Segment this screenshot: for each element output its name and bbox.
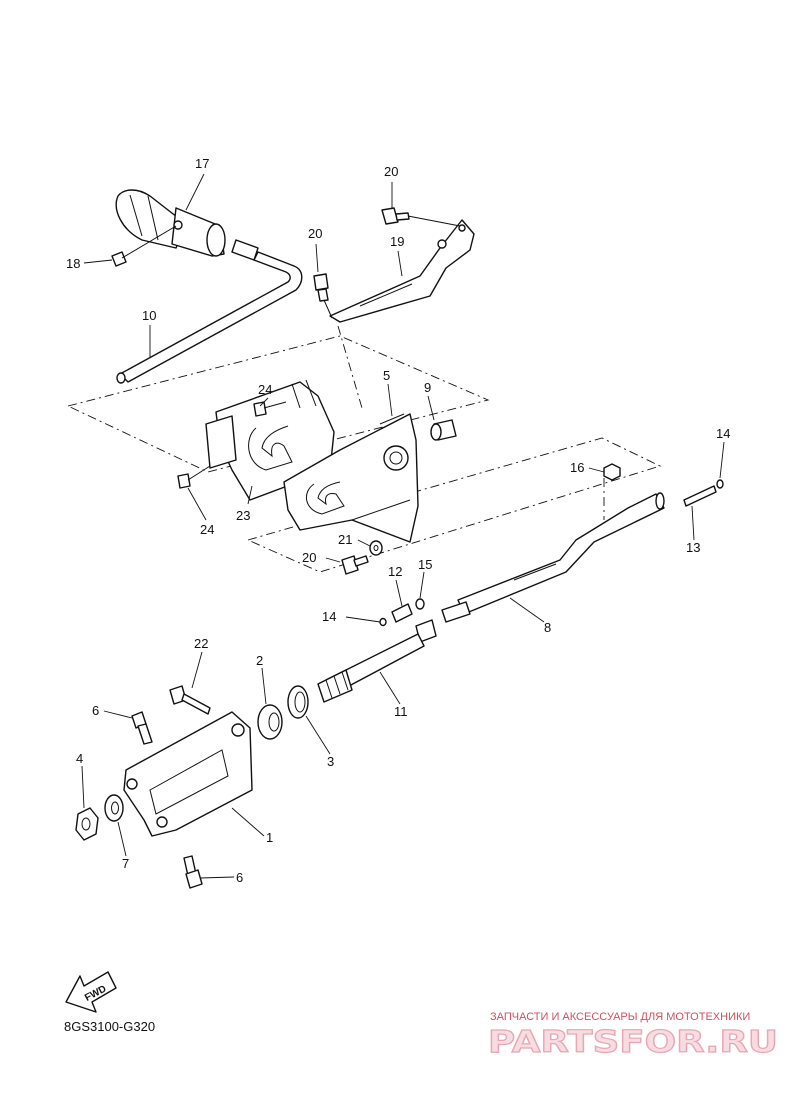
part-10-rod [116, 251, 303, 384]
leader-lines [81, 173, 725, 879]
part-1-housing [123, 711, 253, 837]
part-22-bolt [169, 685, 211, 715]
callout-23: 23 [236, 508, 250, 523]
part-14-clip-right [716, 479, 724, 489]
watermark-tagline: ЗАПЧАСТИ И АКСЕССУАРЫ ДЛЯ МОТОТЕХНИКИ [490, 1011, 750, 1023]
part-21-washer [369, 540, 383, 556]
callout-6-upper: 6 [92, 703, 99, 718]
assembly-plane-lower [247, 437, 662, 573]
part-18-screw [111, 225, 177, 267]
callout-17: 17 [195, 156, 209, 171]
callout-20-middle: 20 [308, 226, 322, 241]
callout-14-left: 14 [322, 609, 336, 624]
callout-22: 22 [194, 636, 208, 651]
part-20-bolt-middle [313, 273, 333, 319]
callout-10: 10 [142, 308, 156, 323]
part-5-plate [283, 413, 419, 543]
watermark: ЗАПЧАСТИ И АКСЕССУАРЫ ДЛЯ МОТОТЕХНИКИ PA… [487, 1011, 778, 1061]
part-8-shaft [441, 492, 665, 623]
callout-1: 1 [266, 830, 273, 845]
callout-18: 18 [66, 256, 80, 271]
callout-13: 13 [686, 540, 700, 555]
part-16-nut [603, 463, 621, 481]
part-6-bolt-upper [131, 711, 153, 745]
callout-5: 5 [383, 368, 390, 383]
callout-19: 19 [390, 234, 404, 249]
part-11-shaft [317, 619, 437, 703]
callout-9: 9 [424, 380, 431, 395]
callout-21: 21 [338, 532, 352, 547]
callout-24-upper: 24 [258, 382, 272, 397]
part-6-bolt-lower [183, 855, 203, 889]
part-24-bolt-upper [253, 401, 287, 417]
part-9-collar [430, 419, 457, 441]
part-20-bolt-lower [341, 555, 369, 575]
part-19-bracket [329, 219, 475, 323]
diagram-code: 8GS3100-G320 [64, 1019, 155, 1034]
callout-11: 11 [394, 704, 408, 719]
part-4-nut [75, 807, 99, 841]
watermark-brand: PARTSFOR.RU [488, 1025, 778, 1060]
part-15-washer [415, 598, 425, 610]
callout-20-lower: 20 [302, 550, 316, 565]
part-20-bolt-upper [381, 207, 461, 227]
callout-16: 16 [570, 460, 584, 475]
callout-14-right: 14 [716, 426, 730, 441]
part-12-pin [391, 603, 413, 623]
part-7-washer [104, 794, 124, 822]
assembly-alignment-lines [337, 325, 605, 520]
callout-6-lower: 6 [236, 870, 243, 885]
part-2-bearing [257, 704, 283, 740]
callout-2: 2 [256, 653, 263, 668]
part-17-knob [115, 189, 259, 261]
callout-8: 8 [544, 620, 551, 635]
part-3-circlip [287, 685, 309, 719]
part-13-pin [683, 485, 717, 507]
callout-4: 4 [76, 751, 83, 766]
part-14-clip-left [379, 617, 387, 627]
callout-12: 12 [388, 564, 402, 579]
callout-3: 3 [327, 754, 334, 769]
part-24-bolt-lower [177, 465, 211, 489]
assembly-plane-upper [67, 335, 490, 473]
callout-20-upper: 20 [384, 164, 398, 179]
callout-labels: 17 18 10 20 19 20 5 9 24 23 24 21 20 14 … [66, 156, 730, 885]
callout-15: 15 [418, 557, 432, 572]
fwd-arrow: FWD [65, 971, 117, 1013]
callout-7: 7 [122, 856, 129, 871]
callout-24-lower: 24 [200, 522, 214, 537]
